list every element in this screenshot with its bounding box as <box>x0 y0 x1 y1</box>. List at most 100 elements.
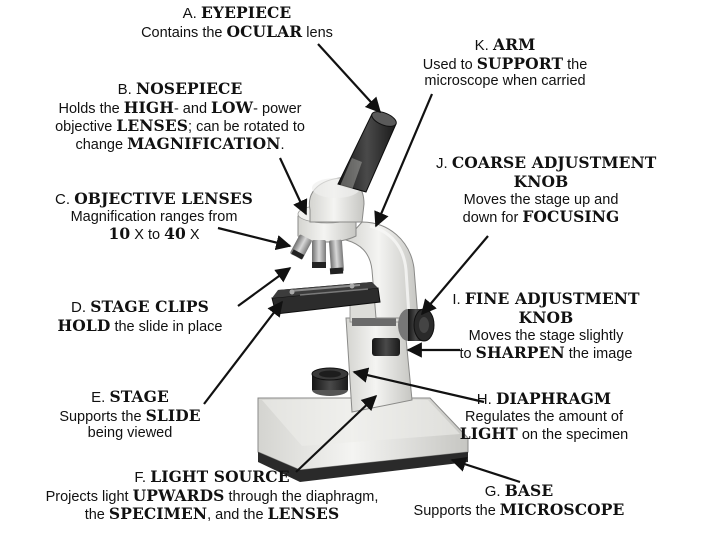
emphasis-text: 40 <box>164 224 186 243</box>
diaphragm-title: H. DIAPHRAGM <box>446 390 642 409</box>
stage-desc-1: Supports the SLIDE <box>40 407 220 425</box>
fine-desc-1: Moves the stage slightly <box>448 328 644 344</box>
plain-text: Supports the <box>59 409 145 425</box>
objective-title: C. OBJECTIVE LENSES <box>44 190 264 209</box>
plain-text: Moves the stage slightly <box>469 328 624 344</box>
emphasis-text: MICROSCOPE <box>500 500 625 519</box>
eyepiece-part <box>338 109 398 192</box>
emphasis-text: SLIDE <box>146 406 201 425</box>
plain-text: being viewed <box>88 425 173 441</box>
arm-title: K. ARM <box>390 36 620 55</box>
plain-text: B. <box>118 81 136 98</box>
diaphragm-desc-1: Regulates the amount of <box>446 409 642 425</box>
plain-text: A. <box>183 5 201 22</box>
plain-text: on the specimen <box>518 427 628 443</box>
plain-text: Projects light <box>46 489 133 505</box>
emphasis-text: OCULAR <box>227 22 303 41</box>
plain-text: down for <box>463 210 523 226</box>
emphasis-text: FOCUSING <box>522 207 619 226</box>
emphasis-text: 10 <box>108 224 130 243</box>
plain-text: G. <box>485 483 505 500</box>
base-title: G. BASE <box>408 482 630 501</box>
emphasis-text: HOLD <box>58 316 111 335</box>
fine-title-2: KNOB <box>448 309 644 328</box>
label-stage: E. STAGE Supports the SLIDE being viewed <box>40 388 220 441</box>
plain-text: Magnification ranges from <box>71 209 238 225</box>
emphasis-text: SPECIMEN <box>109 504 207 523</box>
plain-text: lens <box>302 25 333 41</box>
base-desc-1: Supports the MICROSCOPE <box>408 501 630 519</box>
plain-text: Moves the stage up and <box>464 192 619 208</box>
light-source-title: F. LIGHT SOURCE <box>30 468 394 487</box>
emphasis-text: SUPPORT <box>477 54 563 73</box>
eyepiece-title: A. EYEPIECE <box>118 4 356 23</box>
stage-clips-title: D. STAGE CLIPS <box>40 298 240 317</box>
objective-desc-1: Magnification ranges from <box>44 209 264 225</box>
plain-text: I. <box>452 291 465 308</box>
nosepiece-desc-2: objective LENSES; can be rotated to <box>30 117 330 135</box>
emphasis-text: LOW <box>211 98 253 117</box>
emphasis-text: LENSES <box>116 116 188 135</box>
plain-text: the <box>563 57 587 73</box>
plain-text: the image <box>565 346 633 362</box>
plain-text: - power <box>253 101 301 117</box>
plain-text: change <box>75 137 127 153</box>
coarse-title: J. COARSE ADJUSTMENT <box>436 154 646 173</box>
plain-text: E. <box>91 389 109 406</box>
plain-text: C. <box>55 191 74 208</box>
nosepiece-desc-3: change MAGNIFICATION. <box>30 135 330 153</box>
plain-text: , and the <box>207 507 267 523</box>
arrow-base <box>452 460 520 482</box>
plain-text: D. <box>71 299 90 316</box>
emphasis-text: FINE ADJUSTMENT <box>465 289 640 308</box>
label-nosepiece: B. NOSEPIECE Holds the HIGH- and LOW- po… <box>30 80 330 154</box>
objective-lenses-part <box>290 234 344 274</box>
label-objective-lenses: C. OBJECTIVE LENSES Magnification ranges… <box>44 190 264 243</box>
plain-text: F. <box>134 469 150 486</box>
emphasis-text: SHARPEN <box>476 343 565 362</box>
nosepiece-desc-1: Holds the HIGH- and LOW- power <box>30 99 330 117</box>
emphasis-text: KNOB <box>519 308 574 327</box>
plain-text: J. <box>436 155 452 172</box>
emphasis-text: DIAPHRAGM <box>496 389 611 408</box>
plain-text: Supports the <box>414 503 500 519</box>
emphasis-text: STAGE CLIPS <box>90 297 209 316</box>
stage-clips-desc-1: HOLD the slide in place <box>40 317 240 335</box>
light-source-desc-1: Projects light UPWARDS through the diaph… <box>30 487 394 505</box>
label-diaphragm: H. DIAPHRAGM Regulates the amount of LIG… <box>446 390 642 443</box>
emphasis-text: UPWARDS <box>133 486 225 505</box>
plain-text: - and <box>174 101 211 117</box>
fine-desc-2: to SHARPEN the image <box>448 344 644 362</box>
plain-text: to <box>460 346 476 362</box>
light-source-part <box>312 368 348 396</box>
plain-text: the slide in place <box>110 319 222 335</box>
emphasis-text: NOSEPIECE <box>136 79 242 98</box>
plain-text: microscope when carried <box>424 73 585 89</box>
emphasis-text: BASE <box>505 481 554 500</box>
label-light-source: F. LIGHT SOURCE Projects light UPWARDS t… <box>30 468 394 523</box>
coarse-title-2: KNOB <box>436 173 646 192</box>
nosepiece-title: B. NOSEPIECE <box>30 80 330 99</box>
plain-text: through the diaphragm, <box>224 489 378 505</box>
emphasis-text: KNOB <box>514 172 569 191</box>
stage-desc-2: being viewed <box>40 425 220 441</box>
emphasis-text: LIGHT SOURCE <box>150 467 289 486</box>
label-fine-adjustment: I. FINE ADJUSTMENT KNOB Moves the stage … <box>448 290 644 362</box>
coarse-desc-1: Moves the stage up and <box>436 192 646 208</box>
stage-title: E. STAGE <box>40 388 220 407</box>
plain-text: . <box>280 137 284 153</box>
fine-title: I. FINE ADJUSTMENT <box>448 290 644 309</box>
emphasis-text: STAGE <box>109 387 168 406</box>
label-base: G. BASE Supports the MICROSCOPE <box>408 482 630 519</box>
label-eyepiece: A. EYEPIECE Contains the OCULAR lens <box>118 4 356 41</box>
label-coarse-adjustment: J. COARSE ADJUSTMENT KNOB Moves the stag… <box>436 154 646 226</box>
plain-text: Contains the <box>141 25 226 41</box>
objective-desc-2: 10 X to 40 X <box>44 225 264 243</box>
plain-text: H. <box>477 391 496 408</box>
plain-text: Holds the <box>58 101 123 117</box>
emphasis-text: HIGH <box>124 98 174 117</box>
coarse-desc-2: down for FOCUSING <box>436 208 646 226</box>
arrow-nosepiece <box>280 158 306 214</box>
focus-knob-part <box>398 309 434 341</box>
